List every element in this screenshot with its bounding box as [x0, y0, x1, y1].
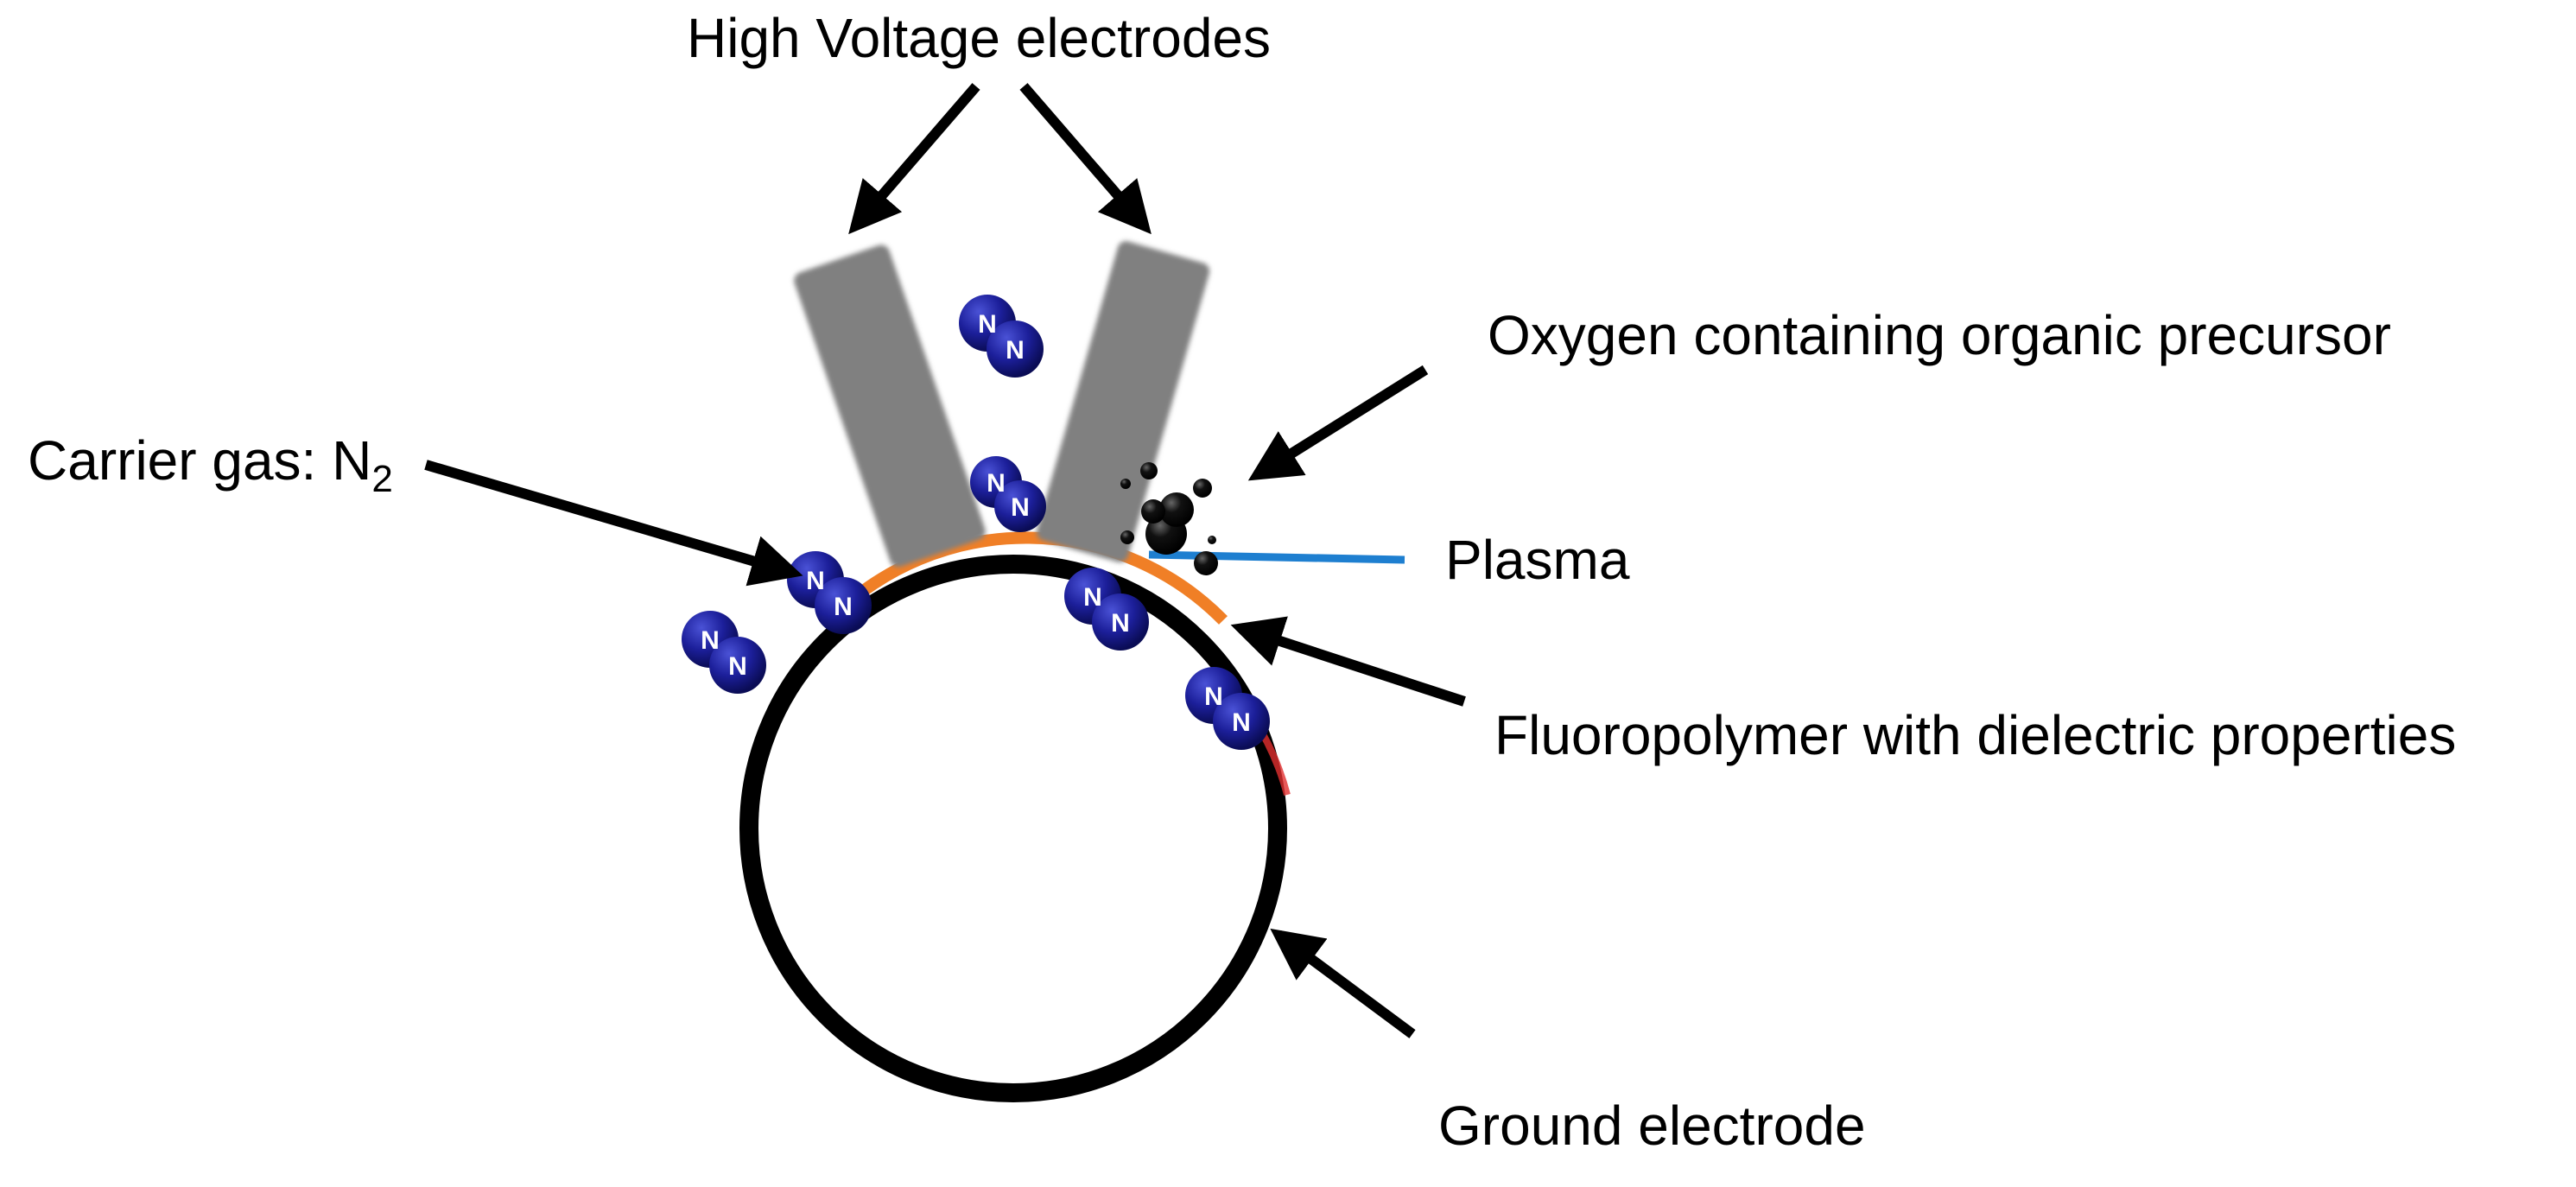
label-oxygen-precursor: Oxygen containing organic precursor [1488, 304, 2391, 366]
fluoropolymer-layer [829, 531, 1228, 625]
label-fluoropolymer: Fluoropolymer with dielectric properties [1494, 704, 2456, 766]
nitrogen-atom [815, 577, 872, 634]
label-carrier-gas-subscript: 2 [371, 458, 392, 500]
nitrogen-atom [1213, 693, 1270, 750]
nitrogen-atom [994, 480, 1046, 532]
atom-label: N [987, 469, 1006, 498]
atom-label: N [806, 567, 825, 595]
precursor-droplet [1159, 492, 1194, 527]
precursor-droplet [1208, 536, 1216, 544]
nitrogen-molecule: N N [1064, 568, 1149, 651]
atom-label: N [728, 652, 747, 681]
precursor-droplet [1120, 479, 1131, 489]
nitrogen-molecule: N N [959, 295, 1044, 378]
precursor-droplet [1140, 462, 1158, 479]
precursor-droplets [1120, 462, 1218, 575]
atom-label: N [1111, 609, 1130, 638]
arrow-carrier-gas [424, 460, 803, 587]
precursor-droplet [1193, 479, 1212, 498]
arrow-precursor [1247, 365, 1429, 481]
precursor-droplet [1141, 499, 1165, 524]
nitrogen-molecule: N N [970, 456, 1046, 532]
arrow-fluoropolymer [1230, 616, 1466, 707]
high-voltage-electrode-right [1036, 241, 1210, 562]
label-ground-electrode: Ground electrode [1438, 1095, 1866, 1157]
nitrogen-atom [1092, 594, 1149, 651]
nitrogen-atom [709, 637, 766, 694]
atom-label: N [834, 593, 853, 621]
arrow-high-voltage-right [1019, 83, 1152, 235]
label-plasma: Plasma [1445, 529, 1630, 591]
nitrogen-molecule: N N [682, 611, 766, 694]
atom-label: N [978, 310, 997, 339]
plasma-line [1148, 550, 1405, 564]
label-carrier-gas: Carrier gas: N2 [28, 429, 393, 500]
arrow-high-voltage-left [848, 83, 980, 235]
nitrogen-molecule: N N [1185, 667, 1270, 750]
high-voltage-electrodes [794, 241, 1210, 568]
nitrogen-atom [987, 321, 1044, 378]
arrow-ground-electrode [1270, 928, 1416, 1038]
atom-label: N [1006, 336, 1025, 365]
nitrogen-molecule: N N [787, 551, 872, 634]
ground-electrode-ring [739, 555, 1287, 1102]
precursor-droplet [1194, 551, 1218, 575]
label-high-voltage-electrodes: High Voltage electrodes [687, 7, 1271, 69]
atom-label: N [1232, 708, 1251, 737]
atom-label: N [701, 626, 720, 655]
atom-label: N [1204, 682, 1223, 711]
label-carrier-gas-text: Carrier gas: N [28, 429, 371, 492]
atom-label: N [1011, 493, 1030, 522]
atom-label: N [1083, 583, 1102, 612]
high-voltage-electrode-left [794, 244, 986, 568]
callout-arrows [424, 83, 1466, 1038]
precursor-droplet [1120, 530, 1134, 544]
